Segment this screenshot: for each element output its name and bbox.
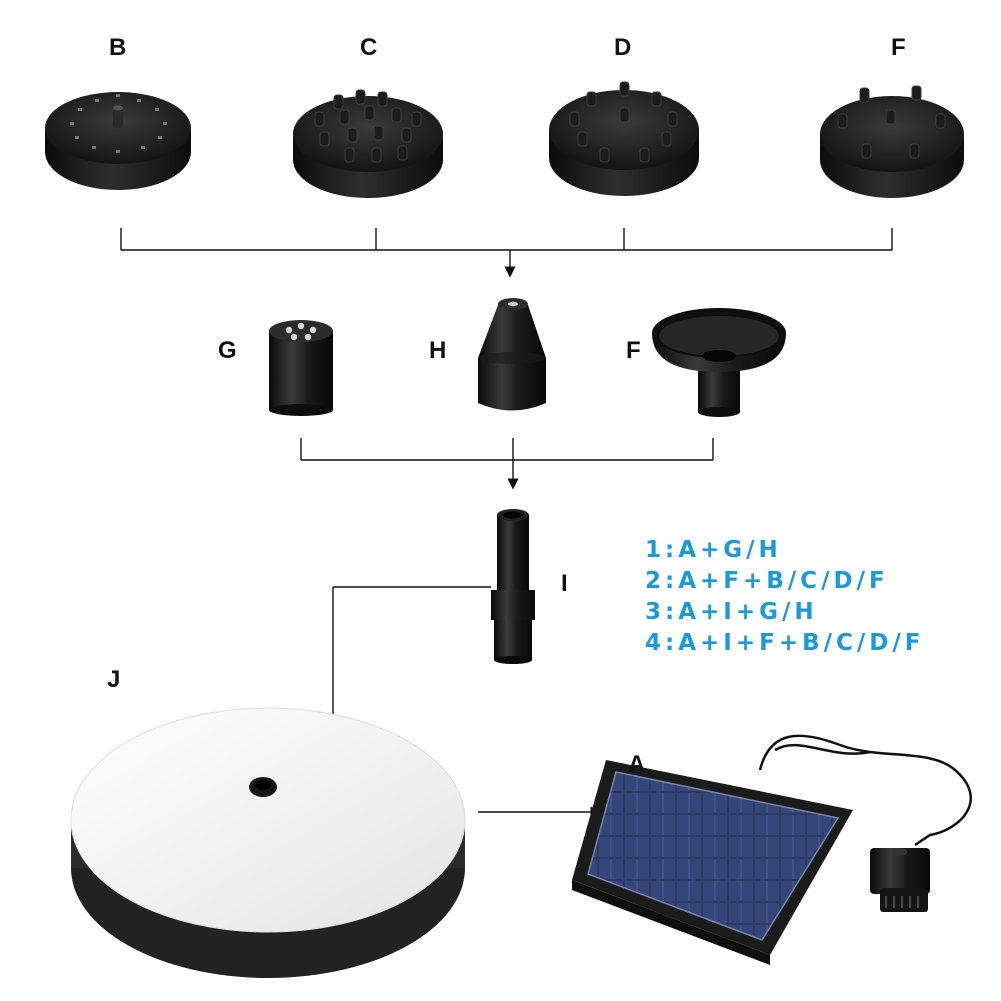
label-f-top: F [891, 34, 906, 61]
top-connector-lines [120, 228, 893, 278]
label-c: C [360, 34, 378, 61]
combination-1: 1:A+G/H [645, 537, 782, 563]
label-a: A [628, 751, 646, 778]
nozzle-g-icon [269, 320, 333, 416]
nozzle-f-funnel-icon [652, 308, 786, 417]
tube-to-float-arrow [327, 586, 491, 734]
nozzle-d-icon [549, 81, 699, 196]
label-h: H [429, 337, 447, 364]
combination-2: 2:A+F+B/C/D/F [645, 568, 889, 594]
nozzle-f-icon [820, 85, 964, 198]
pump-icon [870, 848, 930, 912]
label-i: I [561, 570, 568, 597]
combination-4: 4:A+I+F+B/C/D/F [645, 630, 925, 656]
label-g: G [218, 337, 237, 364]
combination-3: 3:A+I+G/H [645, 599, 818, 625]
nozzle-h-icon [478, 298, 546, 411]
nozzle-c-icon [293, 89, 443, 198]
label-b: B [109, 34, 127, 61]
nozzle-b-icon [45, 92, 191, 190]
label-d: D [614, 34, 632, 61]
power-cable [758, 734, 972, 847]
foam-float-icon [70, 707, 466, 978]
label-j: J [107, 666, 121, 693]
combination-list: 1:A+G/H 2:A+F+B/C/D/F 3:A+I+G/H 4:A+I+F+… [645, 535, 925, 659]
middle-connector-lines [300, 438, 714, 490]
solar-panel-icon [572, 760, 853, 965]
label-f-mid: F [626, 337, 641, 364]
extension-tube-icon [491, 509, 535, 664]
